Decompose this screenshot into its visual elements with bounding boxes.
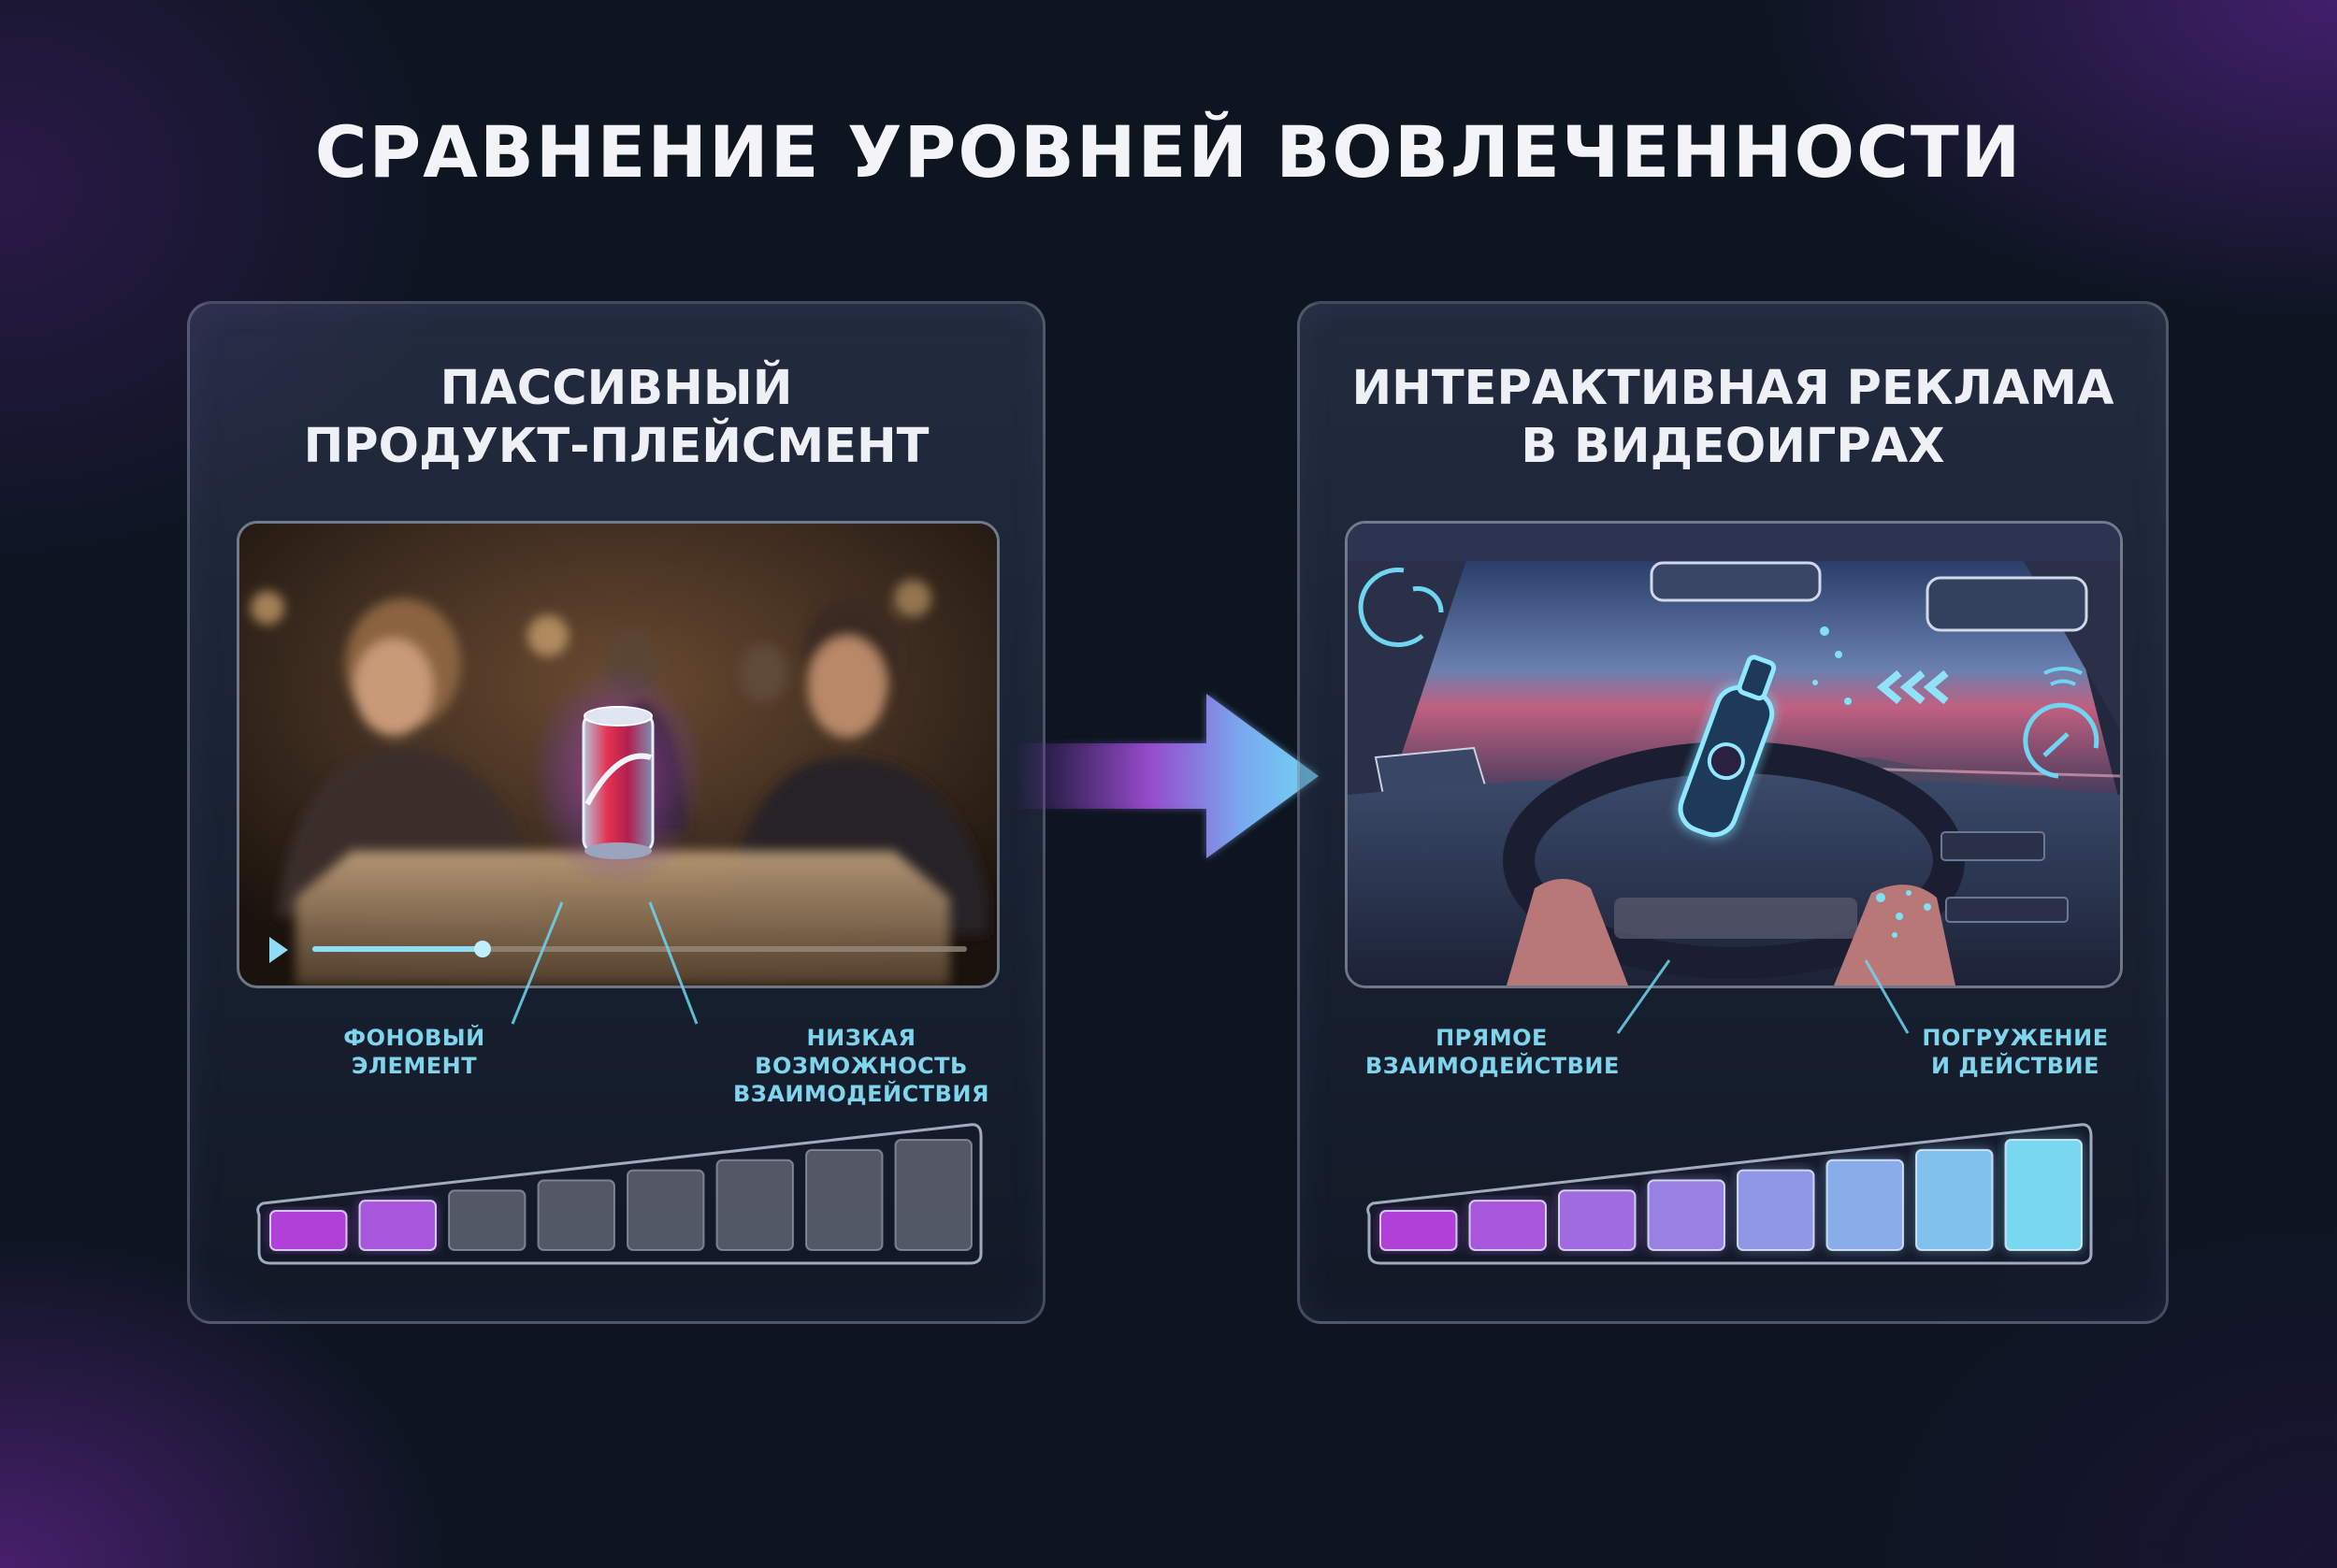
low-meter-frame	[256, 1123, 983, 1265]
bottle-icon	[1675, 655, 1778, 841]
low-meter-segment-1	[269, 1210, 348, 1251]
callout-text: ПРЯМОЕ	[1435, 1025, 1548, 1051]
video-progress-handle[interactable]	[474, 941, 491, 957]
passive-panel-title: ПАССИВНЫЙ ПРОДУКТ-ПЛЕЙСМЕНТ	[190, 360, 1043, 476]
movie-scene	[237, 521, 1000, 988]
high-meter-segment-3	[1558, 1189, 1637, 1251]
passive-title-line-1: ПАССИВНЫЙ	[440, 361, 793, 416]
high-meter-segment-2	[1468, 1200, 1547, 1252]
game-scene	[1345, 521, 2123, 988]
speedometer-icon	[2023, 702, 2099, 779]
comparison-arrow-icon	[1010, 694, 1319, 858]
low-meter-segment-8	[894, 1139, 973, 1251]
soda-can-icon	[582, 706, 655, 859]
high-meter-segment-7	[1915, 1148, 1994, 1252]
high-meter-segment-1	[1379, 1210, 1458, 1251]
left-callout-lines	[511, 901, 699, 1025]
immersion-action-callout: ПОГРУЖЕНИЕ И ДЕЙСТВИЕ	[1898, 1024, 2132, 1080]
high-meter-segment-8	[2004, 1139, 2083, 1251]
high-meter-segment-5	[1737, 1169, 1815, 1252]
interactive-panel-title: ИНТЕРАКТИВНАЯ РЕКЛАМА В ВИДЕОИГРАХ	[1300, 360, 2166, 476]
low-meter-segment-5	[627, 1169, 705, 1252]
high-meter-segment-4	[1647, 1179, 1725, 1251]
low-meter-segment-6	[715, 1158, 794, 1251]
callout-text: ФОНОВЫЙ	[343, 1025, 485, 1051]
right-callout-lines	[1616, 959, 1910, 1034]
callout-text: И ДЕЙСТВИЕ	[1930, 1053, 2100, 1079]
low-meter-segment-3	[448, 1189, 527, 1251]
interactive-ads-panel: ИНТЕРАКТИВНАЯ РЕКЛАМА В ВИДЕОИГРАХ	[1297, 301, 2169, 1324]
passive-title-line-2: ПРОДУКТ-ПЛЕЙСМЕНТ	[303, 419, 930, 474]
callout-text: ПОГРУЖЕНИЕ	[1922, 1025, 2109, 1051]
background-element-callout: ФОНОВЫЙ ЭЛЕМЕНТ	[330, 1024, 498, 1080]
callout-text: ВЗАИМОДЕЙСТВИЯ	[733, 1081, 989, 1107]
page-title: СРАВНЕНИЕ УРОВНЕЙ ВОВЛЕЧЕННОСТИ	[314, 110, 2023, 194]
callout-text: ВЗАИМОДЕЙСТВИЕ	[1365, 1053, 1620, 1079]
particle-effect	[1812, 626, 1931, 938]
hud-ring-icon	[1358, 568, 1444, 647]
signal-icon	[2043, 667, 2083, 686]
play-icon[interactable]	[269, 937, 288, 963]
interactive-title-line-2: В ВИДЕОИГРАХ	[1521, 419, 1945, 474]
interactive-title-line-1: ИНТЕРАКТИВНАЯ РЕКЛАМА	[1351, 361, 2114, 416]
engagement-meter-low	[256, 1123, 983, 1265]
high-meter-frame	[1366, 1123, 2093, 1265]
low-meter-segment-7	[805, 1148, 884, 1252]
low-meter-segment-4	[537, 1179, 615, 1251]
low-meter-segment-2	[358, 1200, 437, 1252]
passive-placement-panel: ПАССИВНЫЙ ПРОДУКТ-ПЛЕЙСМЕНТ	[187, 301, 1046, 1324]
callout-text: НИЗКАЯ ВОЗМОЖНОСТЬ	[755, 1025, 968, 1079]
direct-interaction-callout: ПРЯМОЕ ВЗАИМОДЕЙСТВИЕ	[1365, 1024, 1620, 1080]
low-interaction-callout: НИЗКАЯ ВОЗМОЖНОСТЬ ВЗАИМОДЕЙСТВИЯ	[702, 1024, 1020, 1108]
high-meter-segment-6	[1825, 1158, 1904, 1251]
video-progress-fill	[312, 946, 483, 952]
engagement-meter-high	[1366, 1123, 2093, 1265]
video-player-controls[interactable]	[269, 937, 967, 963]
direction-chevrons-icon	[1876, 669, 1949, 705]
callout-text: ЭЛЕМЕНТ	[351, 1053, 478, 1079]
